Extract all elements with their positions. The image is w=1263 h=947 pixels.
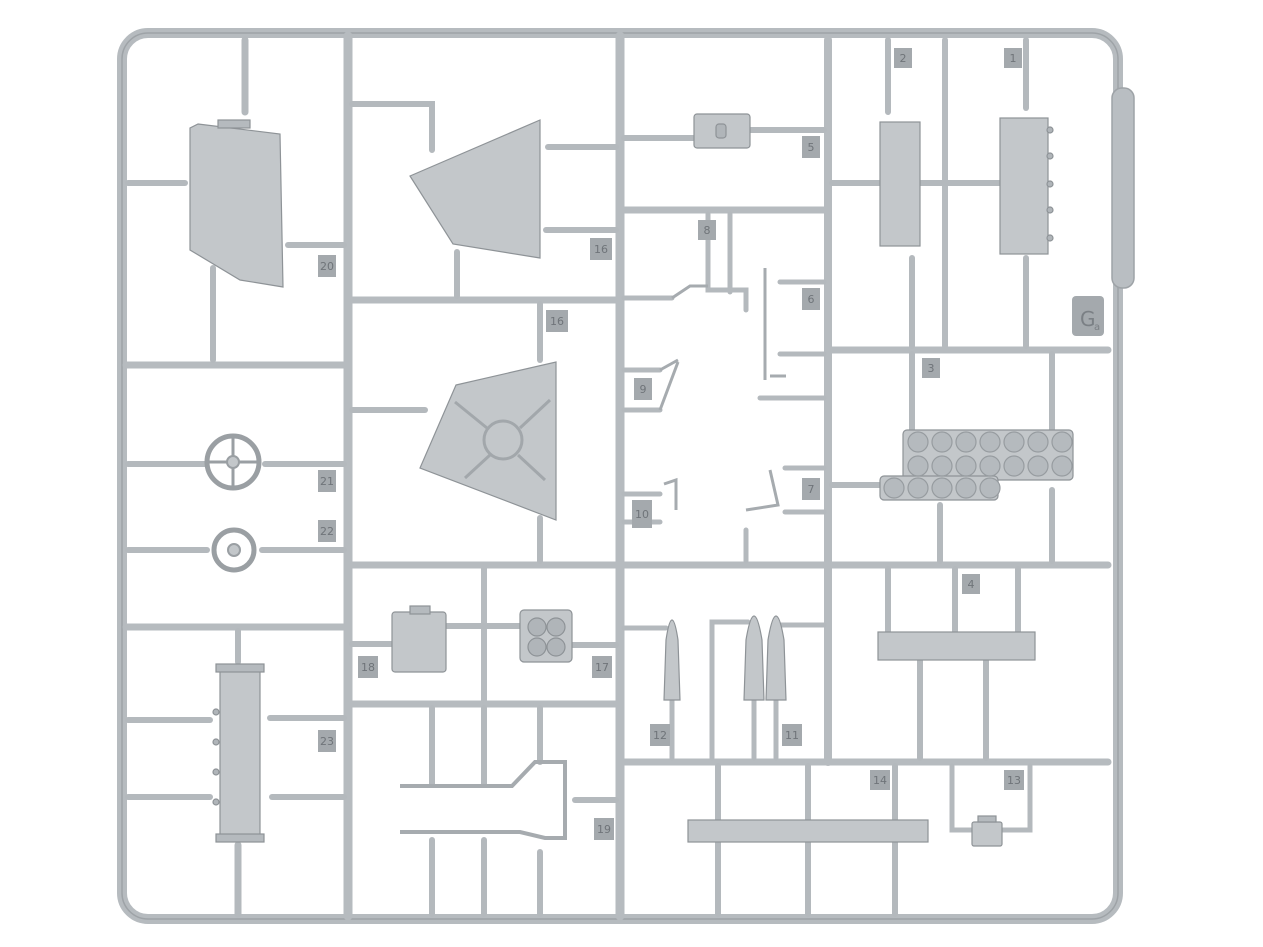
sprue-letter-badge: G a: [1072, 296, 1104, 336]
tag-21: 21: [318, 470, 336, 492]
tag-9: 9: [634, 378, 652, 400]
part-18-box: [391, 605, 447, 673]
part-15-block: [693, 113, 751, 149]
sprue-letter-suffix: a: [1094, 322, 1100, 333]
tag-5-label: 5: [808, 141, 815, 154]
tag-10: 10: [632, 500, 652, 528]
tag-14-label: 14: [873, 774, 887, 787]
part-small-levers: [658, 268, 786, 512]
tag-6-label: 6: [808, 293, 815, 306]
tag-17: 17: [592, 656, 612, 678]
tag-14: 14: [870, 770, 890, 790]
tag-12: 12: [650, 724, 670, 746]
tag-11-label: 11: [785, 729, 799, 742]
tag-20-label: 20: [320, 260, 334, 273]
part-23-box: [212, 663, 265, 843]
tag-19: 19: [594, 818, 614, 840]
part-16-ribbed-plate: [419, 361, 557, 521]
part-14-bar: [687, 819, 929, 843]
part-2-plate: [879, 121, 921, 247]
runner-frame: [117, 28, 1123, 924]
tag-1: 1: [1004, 48, 1022, 68]
tag-22: 22: [318, 520, 336, 542]
tag-16a: 16: [590, 238, 612, 260]
part-22-handwheel: [211, 527, 257, 573]
tag-22-label: 22: [320, 525, 334, 538]
part-16-plate: [409, 119, 541, 259]
tag-17-label: 17: [595, 661, 609, 674]
tag-7: 7: [802, 478, 820, 500]
tag-13-label: 13: [1007, 774, 1021, 787]
part-11-shells: [743, 615, 787, 701]
tag-16a-label: 16: [594, 243, 608, 256]
tag-20: 20: [318, 255, 336, 277]
part-19-rods: [400, 760, 567, 840]
part-20-plate: [189, 119, 284, 288]
part-number-tags: 20 16 16 21 22 23 18 17: [318, 48, 1024, 840]
tag-4: 4: [962, 574, 980, 594]
tag-23-label: 23: [320, 735, 334, 748]
tag-3: 3: [922, 358, 940, 378]
tag-18: 18: [358, 656, 378, 678]
tag-11: 11: [782, 724, 802, 746]
tag-6: 6: [802, 288, 820, 310]
tag-2-label: 2: [900, 52, 907, 65]
tag-21-label: 21: [320, 475, 334, 488]
part-3-road-wheels: [879, 429, 1074, 501]
parts: [189, 113, 1074, 847]
tag-5: 5: [802, 136, 820, 158]
tag-7-label: 7: [808, 483, 815, 496]
tag-18-label: 18: [361, 661, 375, 674]
tag-2: 2: [894, 48, 912, 68]
part-21-handwheel: [204, 433, 262, 491]
sprue-letter: G: [1080, 307, 1096, 331]
tag-8: 8: [698, 220, 716, 240]
part-17-block: [519, 609, 573, 663]
tag-1-label: 1: [1010, 52, 1017, 65]
part-4-bar: [877, 631, 1036, 661]
part-1-bar: [999, 117, 1054, 255]
tag-16b-label: 16: [550, 315, 564, 328]
part-13-bracket: [971, 815, 1003, 847]
tag-4-label: 4: [968, 578, 975, 591]
part-12-shell: [663, 619, 681, 701]
tag-10-label: 10: [635, 508, 649, 521]
tag-12-label: 12: [653, 729, 667, 742]
tag-13: 13: [1004, 770, 1024, 790]
tag-16b: 16: [546, 310, 568, 332]
tag-9-label: 9: [640, 383, 647, 396]
tag-23: 23: [318, 730, 336, 752]
tag-3-label: 3: [928, 362, 935, 375]
tag-19-label: 19: [597, 823, 611, 836]
sprue-handle: [1111, 87, 1135, 289]
tag-8-label: 8: [704, 224, 711, 237]
